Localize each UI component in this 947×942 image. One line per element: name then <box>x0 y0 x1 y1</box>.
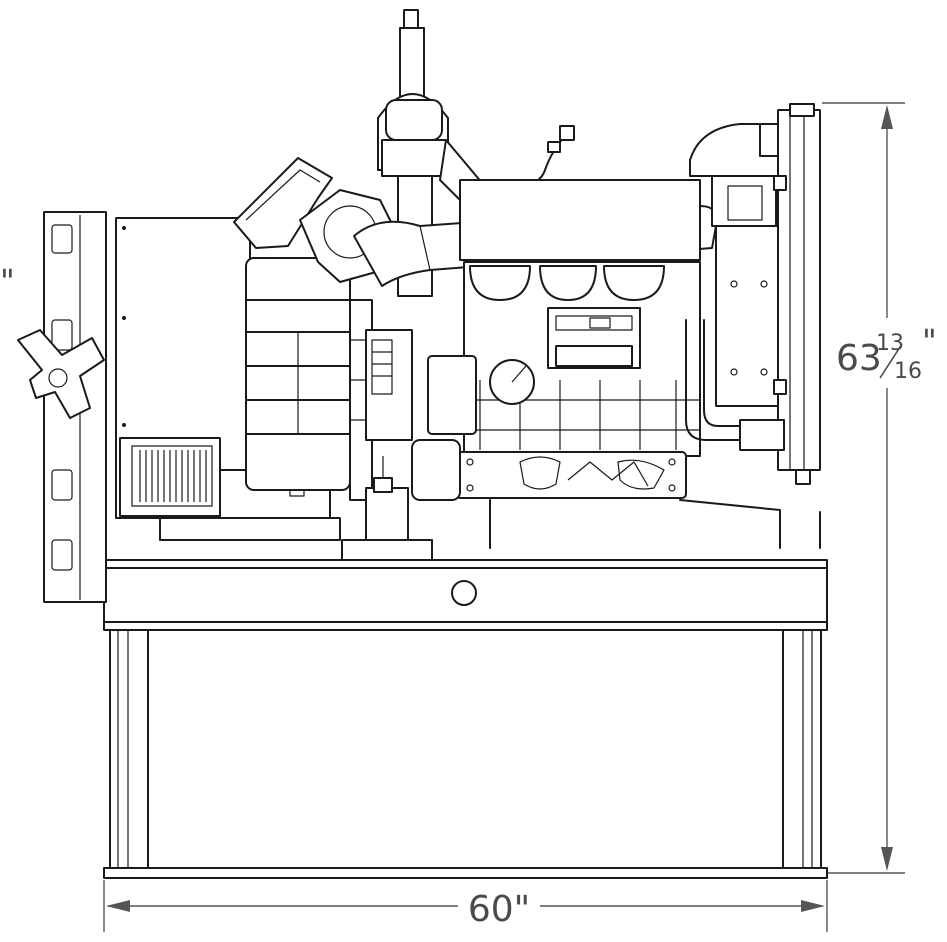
height-inch-mark: " <box>922 322 937 360</box>
engine-block <box>459 179 701 457</box>
vent-grille-slots <box>139 450 207 502</box>
skid-base-frame <box>103 559 828 879</box>
height-fraction-numerator: 13 <box>876 331 904 356</box>
air-filter-canister <box>245 257 373 501</box>
height-dimension-label: 63 13 16 " <box>836 322 937 384</box>
width-dimension-label: 60" <box>468 889 530 930</box>
control-components <box>341 329 535 561</box>
width-dimension <box>103 880 828 932</box>
height-whole-number: 63 <box>836 338 882 379</box>
height-fraction-denominator: 16 <box>894 359 922 384</box>
radiator <box>689 103 821 485</box>
lifting-hole <box>451 580 477 606</box>
height-dimension <box>822 102 905 874</box>
oil-pan <box>455 451 687 499</box>
coolant-piping <box>489 319 821 549</box>
generator-end-flange <box>17 211 107 603</box>
left-edge-inch-mark: " <box>0 262 15 300</box>
